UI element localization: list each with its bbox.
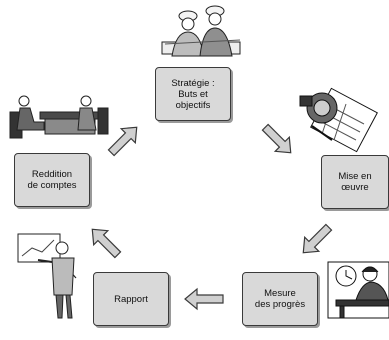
meeting-icon	[9, 95, 109, 139]
arrow-reddition-to-strategy-icon	[107, 126, 138, 157]
worker-desk-icon	[327, 261, 389, 319]
arrow-strategy-to-mise-icon	[261, 123, 292, 154]
step-strategy-box: Stratégie : Buts et objectifs	[155, 67, 231, 121]
presenter-icon	[17, 233, 77, 319]
step-mise-en-oeuvre-box: Mise en œuvre	[321, 155, 389, 209]
arrow-mesure-to-rapport-icon	[184, 287, 224, 311]
step-reddition-box: Reddition de comptes	[14, 153, 90, 207]
arrow-rapport-to-reddition-icon	[91, 228, 122, 259]
robot-machine-icon	[299, 87, 378, 153]
engineers-icon	[161, 5, 241, 57]
step-mesure-box: Mesure des progrès	[242, 272, 318, 326]
arrow-mise-to-mesure-icon	[302, 223, 333, 254]
step-rapport-box: Rapport	[93, 272, 169, 326]
